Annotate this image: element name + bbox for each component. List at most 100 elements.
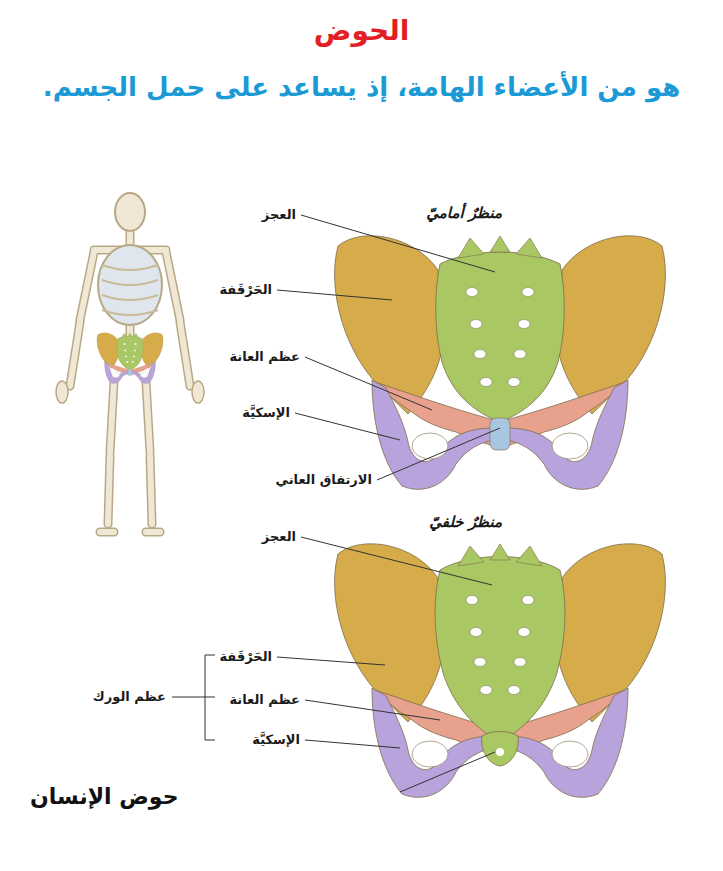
bone-outline [180,322,190,386]
pelvis [97,333,163,384]
sacrum [435,557,565,743]
sacral-process [490,544,510,560]
view-heading: منظرٌ خلفيّ [429,512,502,532]
bracket-line [205,740,215,741]
sacral-process [128,333,132,336]
sacral-foramen [470,628,482,637]
leader-line [305,357,432,410]
bone [80,252,94,320]
part-label: الإسكيَّة [242,403,290,423]
sacral-foramen [134,350,136,352]
sacral-process [458,546,484,566]
leader-line [277,657,385,665]
part-label: الإسكيَّة [252,730,300,750]
hand [192,381,204,403]
coccyx-hole [496,748,504,756]
sacral-foramen [518,320,530,329]
bone-outline [166,252,180,320]
hand [56,381,68,403]
sacral-foramen [132,361,134,363]
bone-outline [70,322,80,386]
bone-outline [146,528,160,537]
sacral-foramen [518,628,530,637]
sacral-foramen [474,350,486,359]
leader-line [305,700,440,720]
sacral-foramen [508,686,520,695]
bone [100,529,114,535]
obturator-foramen [552,433,588,459]
bone-outline [146,382,150,452]
bone-outline [150,456,152,524]
rib [102,280,158,285]
part-label: العجز [262,205,296,225]
sacral-foramen [133,356,135,358]
sacral-process [458,238,484,258]
bone [146,529,160,535]
sacral-foramen [522,596,534,605]
sacrum [117,336,143,370]
sacral-process [490,236,510,252]
bone-outline [108,456,110,524]
coccyx [482,732,519,767]
sacral-process [516,546,542,566]
part-label: العجز [262,527,296,547]
part-label: الحَرْقَفة [219,280,272,300]
pubic-symphysis [490,418,510,450]
sacral-foramen [480,378,492,387]
sacral-foramen [124,350,126,352]
sacral-foramen [466,288,478,297]
sacral-process [516,238,542,258]
obturator-foramen [412,741,448,767]
part-label: عظم الورك [93,687,166,707]
sacral-foramen [126,361,128,363]
bone-outline [100,528,114,537]
pelvis [335,544,666,798]
part-label: عظم العانة [229,690,300,710]
bone-outline [80,252,94,320]
part-label: الحَرْقَفة [219,647,272,667]
sacral-foramen [508,378,520,387]
sacral-foramen [466,596,478,605]
obturator-foramen [552,741,588,767]
bracket-line [205,697,215,698]
sacral-foramen [522,288,534,297]
bone [180,322,190,386]
sacral-foramen [123,343,125,345]
pelvis [335,236,666,490]
bone [110,382,114,452]
view-heading: منظرٌ أماميّ [426,203,502,223]
sacral-foramen [514,658,526,667]
part-label: الارتفاق العاني [276,470,372,490]
sacral-foramen [470,320,482,329]
sacral-foramen [125,356,127,358]
leader-line [377,428,500,480]
leader-line [301,537,492,585]
caption: حوض الإنسان [30,784,179,809]
bone [146,382,150,452]
part-label: عظم العانة [229,347,300,367]
leader-line [400,752,495,792]
bracket-line [205,655,215,656]
obturator-foramen [112,372,119,377]
sacrum [436,252,565,422]
pubic-symphysis [128,369,132,375]
rib [102,295,158,300]
bone-outline [110,382,114,452]
obturator-foramen [412,433,448,459]
sacral-foramen [134,343,136,345]
bracket [172,655,215,740]
sacral-foramen [474,658,486,667]
sacral-foramen [514,350,526,359]
skeleton-figure [56,193,204,532]
bone [150,456,152,524]
sacral-process [133,333,138,337]
ribcage [98,245,162,325]
leader-line [301,215,495,272]
bone [108,456,110,524]
skull [115,193,145,231]
rib [102,310,158,315]
sacral-process [122,333,127,337]
subtitle: هو من الأعضاء الهامة، إذ يساعد على حمل ا… [0,72,723,102]
